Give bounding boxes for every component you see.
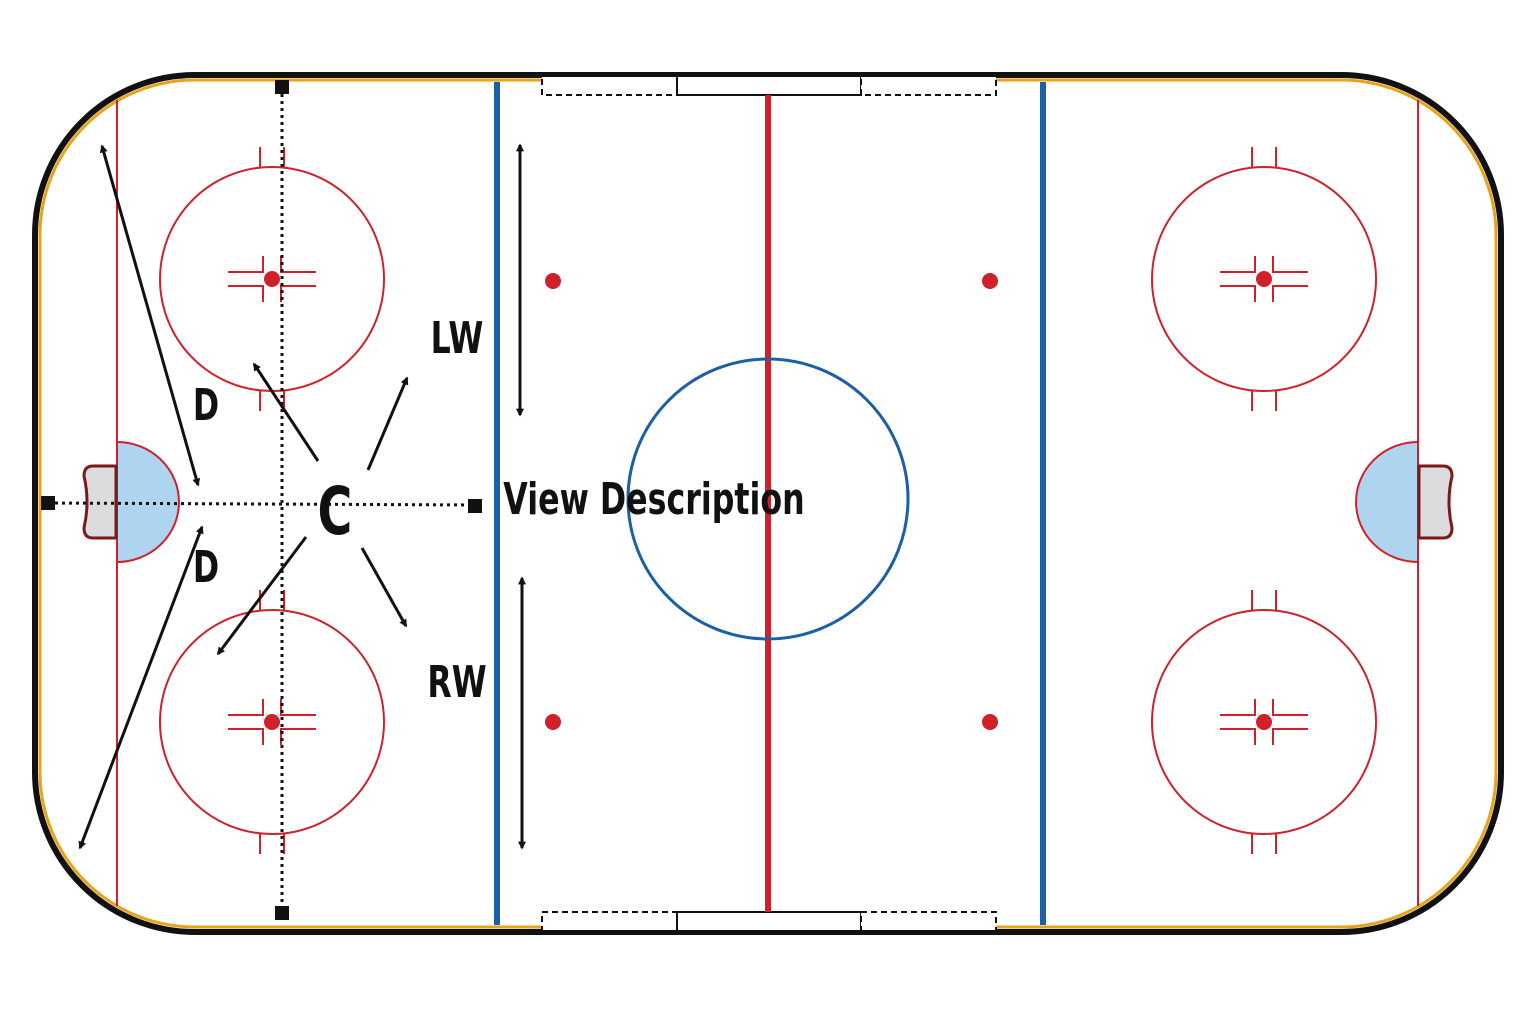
faceoff-circle-right-bottom bbox=[1151, 590, 1377, 854]
dotted-line-horizontal bbox=[47, 501, 476, 507]
neutral-dot bbox=[545, 714, 561, 730]
drag-handle[interactable] bbox=[468, 499, 482, 513]
right-wing-label: RW bbox=[427, 657, 486, 709]
arrow-defense-bottom bbox=[78, 525, 204, 850]
neutral-dot bbox=[982, 273, 998, 289]
arrow-defense-top bbox=[99, 144, 201, 487]
center-label: C bbox=[318, 473, 353, 550]
arrow-center-up-right bbox=[366, 376, 409, 471]
goal-net-right bbox=[1417, 464, 1454, 540]
neutral-dot bbox=[982, 714, 998, 730]
drag-handle[interactable] bbox=[275, 80, 289, 94]
center-faceoff-circle bbox=[626, 357, 910, 641]
arrow-center-up-left bbox=[252, 362, 320, 462]
arrow-center-down-left bbox=[216, 536, 308, 656]
defense-bottom-label: D bbox=[193, 542, 219, 594]
drag-handle[interactable] bbox=[275, 906, 289, 920]
view-description-link[interactable]: View Description bbox=[503, 474, 804, 526]
defense-top-label: D bbox=[193, 380, 219, 432]
bench-bottom bbox=[541, 911, 997, 934]
left-wing-label: LW bbox=[431, 313, 484, 365]
faceoff-dot bbox=[1256, 714, 1272, 730]
bench-top bbox=[541, 73, 997, 96]
faceoff-dot bbox=[264, 714, 280, 730]
faceoff-dot bbox=[264, 271, 280, 287]
drag-handle[interactable] bbox=[41, 496, 55, 510]
goal-crease-right bbox=[1355, 440, 1419, 564]
faceoff-circle-right-top bbox=[1151, 147, 1377, 411]
faceoff-dot bbox=[1256, 271, 1272, 287]
neutral-dot bbox=[545, 273, 561, 289]
arrow-center-down-right bbox=[360, 547, 408, 628]
